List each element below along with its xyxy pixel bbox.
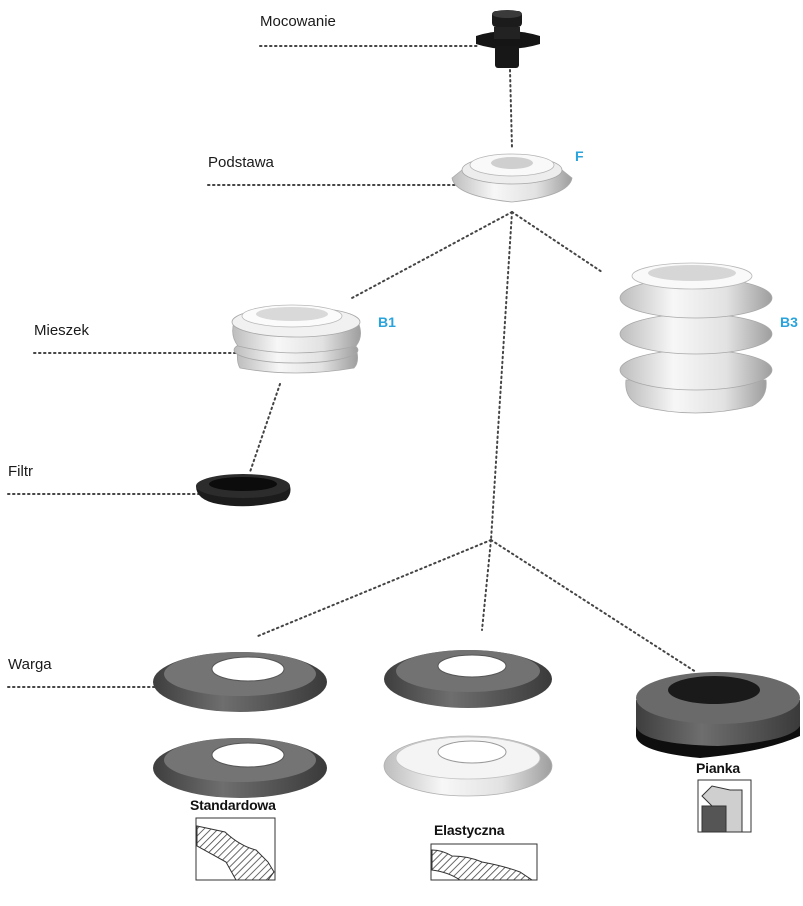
- code-bellows-large: B3: [780, 314, 798, 330]
- connector-base-lip: [490, 211, 513, 541]
- connector-base-b3: [511, 211, 603, 273]
- lip-standard-bottom: [153, 738, 327, 798]
- connector-lip-elastic: [481, 539, 492, 631]
- caption-standard: Standardowa: [190, 797, 276, 813]
- label-base: Podstawa: [208, 154, 274, 171]
- label-mounting: Mocowanie: [260, 13, 336, 30]
- label-lip: Warga: [8, 656, 52, 673]
- code-base: F: [575, 148, 584, 164]
- lip-standard-top: [153, 652, 327, 712]
- bellows-b1-part: [231, 304, 361, 374]
- leader-lines: [7, 45, 697, 688]
- bellows-b3-part: [619, 262, 773, 414]
- cross-section-foam: [697, 779, 752, 833]
- lip-elastic-top: [384, 650, 552, 708]
- connector-mount-base: [509, 69, 513, 149]
- code-bellows-small: B1: [378, 314, 396, 330]
- cross-section-standard: [195, 817, 276, 881]
- mounting-part: [476, 10, 540, 68]
- label-bellows: Mieszek: [34, 322, 90, 339]
- label-filter: Filtr: [8, 463, 33, 480]
- connector-lip-standard: [257, 539, 492, 637]
- cross-section-elastic: [430, 843, 538, 881]
- connector-base-b1: [351, 211, 513, 299]
- base-part: [451, 153, 573, 203]
- caption-foam: Pianka: [696, 760, 740, 776]
- caption-elastic: Elastyczna: [434, 822, 505, 838]
- lip-elastic-bottom: [383, 735, 553, 797]
- filter-part: [196, 474, 291, 507]
- connector-b1-filter: [249, 383, 281, 473]
- connector-lip-foam: [490, 539, 697, 673]
- lip-foam-part: [636, 672, 800, 758]
